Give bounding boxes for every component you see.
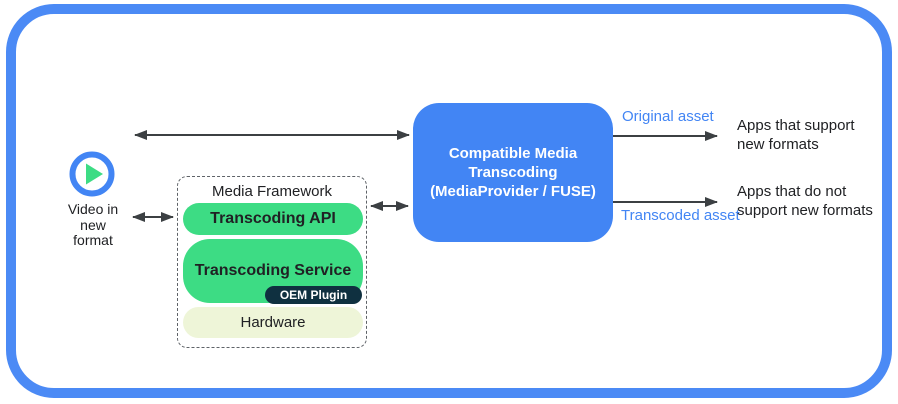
transcoding-api-label: Transcoding API <box>210 210 336 227</box>
video-source-label: Video in new format <box>48 201 138 249</box>
transcoder-line-3: (MediaProvider / FUSE) <box>430 183 596 200</box>
video-source-line-2: new <box>80 216 106 233</box>
play-icon <box>69 151 115 197</box>
media-framework-box <box>177 176 367 348</box>
original-asset-label: Original asset <box>622 108 714 125</box>
transcoder-line-2: Transcoding <box>468 164 558 181</box>
hardware-block: Hardware <box>183 307 363 338</box>
transcoder-line-1: Compatible Media <box>448 145 578 162</box>
video-source-line-1: Video in <box>67 201 119 217</box>
transcoding-api-block: Transcoding API <box>183 203 363 235</box>
apps-not-support-new-formats-label: Apps that do not support new formats <box>737 183 873 219</box>
media-framework-title: Media Framework <box>211 183 333 200</box>
transcoded-asset-label: Transcoded asset <box>621 207 740 224</box>
video-source-line-3: format <box>73 232 113 248</box>
compatible-media-transcoding-block: Compatible Media Transcoding (MediaProvi… <box>413 103 613 242</box>
diagram-outer-frame <box>6 4 892 398</box>
hardware-label: Hardware <box>240 314 306 331</box>
transcoding-service-label: Transcoding Service <box>194 262 352 279</box>
oem-plugin-label: OEM Plugin <box>279 288 348 302</box>
oem-plugin-badge: OEM Plugin <box>265 286 362 304</box>
apps-support-new-formats-label: Apps that support new formats <box>737 117 855 153</box>
